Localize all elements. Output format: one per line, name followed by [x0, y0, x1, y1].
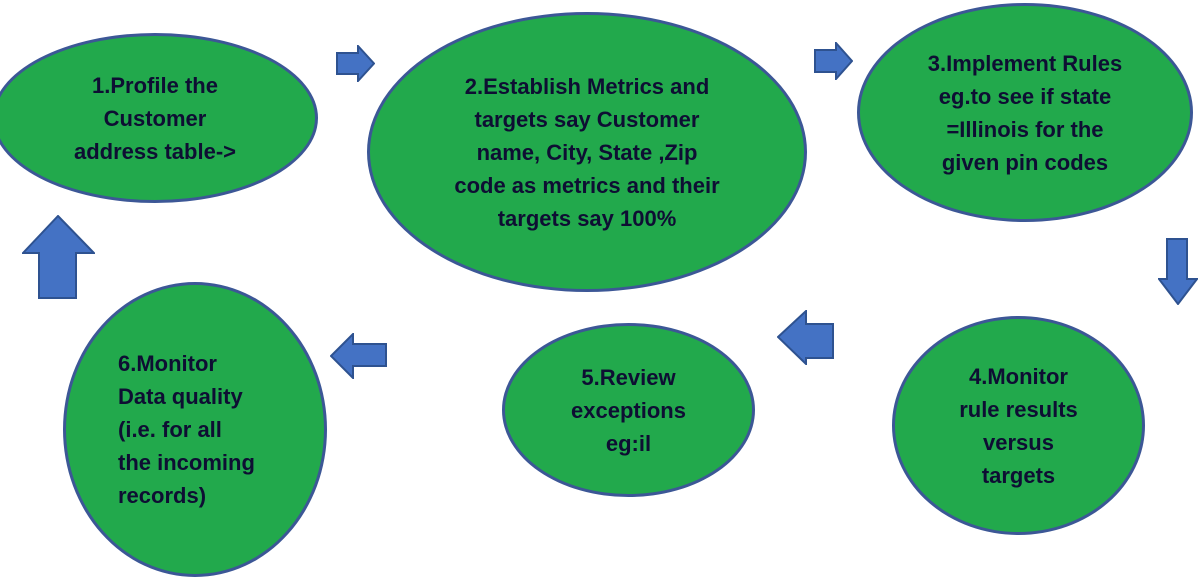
- node-text-line: eg.to see if state: [938, 83, 1112, 109]
- node-text-line: given pin codes: [941, 149, 1109, 175]
- node-text-line: Customer: [103, 105, 207, 131]
- node-text-line: the incoming: [118, 450, 255, 475]
- node-text-line: records): [118, 483, 207, 508]
- node-text-line: 3.Implement Rules: [927, 50, 1123, 76]
- node-text-line: address table->: [73, 138, 236, 164]
- node-text-line: (i.e. for all: [118, 417, 222, 442]
- left-arrow-icon: [777, 310, 834, 365]
- right-arrow-icon: [814, 42, 853, 80]
- node-text-line: code as metrics and their: [454, 172, 720, 198]
- node-text-line: targets say Customer: [474, 106, 700, 132]
- node-text-line: rule results: [959, 396, 1078, 422]
- node-text-line: exceptions: [571, 397, 686, 423]
- right-arrow-icon: [336, 45, 375, 82]
- up-arrow-icon: [22, 215, 95, 299]
- node-text-line: eg:il: [605, 430, 652, 456]
- node-step-1-profile-customer-table: 1.Profile the Customer address table->: [0, 33, 318, 203]
- down-arrow-icon: [1158, 238, 1198, 305]
- node-step-6-monitor-data-quality: 6.Monitor Data quality (i.e. for all the…: [63, 282, 327, 577]
- node-step-4-monitor-rule-results: 4.Monitor rule results versus targets: [892, 316, 1145, 535]
- node-step-3-implement-rules: 3.Implement Rules eg.to see if state =Il…: [857, 3, 1193, 222]
- left-arrow-icon: [330, 333, 387, 379]
- node-text-line: =Illinois for the: [946, 116, 1104, 142]
- node-text-line: name, City, State ,Zip: [476, 139, 698, 165]
- node-text-line: targets say 100%: [497, 205, 677, 231]
- node-text-line: targets: [981, 462, 1056, 488]
- node-text-line: Data quality: [118, 384, 243, 409]
- node-text-line: 4.Monitor: [969, 363, 1068, 389]
- node-text-line: versus: [983, 429, 1054, 455]
- node-text-line: 6.Monitor: [118, 351, 217, 376]
- node-step-2-establish-metrics: 2.Establish Metrics and targets say Cust…: [367, 12, 807, 292]
- node-step-5-review-exceptions: 5.Review exceptions eg:il: [502, 323, 755, 497]
- node-text-line: 1.Profile the: [92, 72, 218, 98]
- node-text-line: 2.Establish Metrics and: [464, 73, 710, 99]
- node-text-line: 5.Review: [581, 364, 676, 390]
